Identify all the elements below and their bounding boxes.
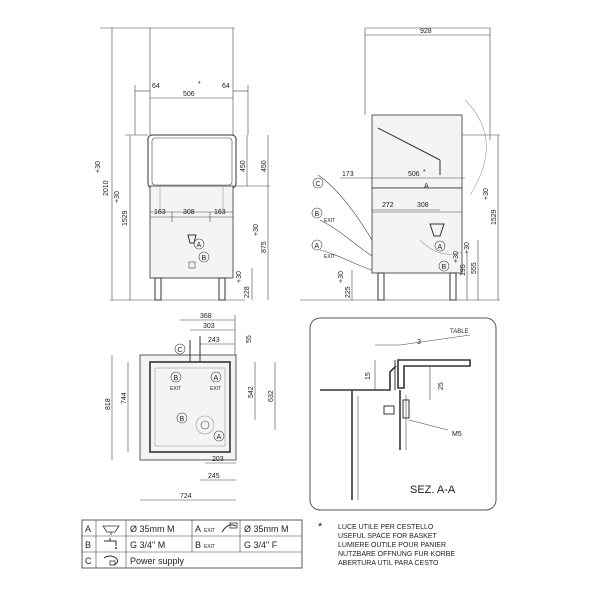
marker-b-exit-top: B xyxy=(174,375,179,382)
dim-555: 555 xyxy=(471,262,478,274)
dim-1529-front-tol: +30 xyxy=(114,191,121,203)
exit-a-side: EXIT xyxy=(324,254,335,260)
marker-a-side: A xyxy=(315,243,320,250)
marker-b-side: B xyxy=(315,211,320,218)
dim-450-front-a: 450 xyxy=(240,160,247,172)
note-line-2: USEFUL SPACE FOR BASKET xyxy=(338,533,438,540)
dim-163-left: 163 xyxy=(154,209,166,216)
marker-b-top: B xyxy=(180,416,185,423)
legend-c-letter: C xyxy=(85,556,92,566)
dim-3: 3 xyxy=(417,339,421,346)
dim-228: 228 xyxy=(244,286,251,298)
dim-928: 928 xyxy=(420,28,432,35)
dim-308-side: 308 xyxy=(417,202,429,209)
marker-c-top: C xyxy=(178,347,183,354)
exit-b-side: EXIT xyxy=(324,218,335,224)
marker-b-front-label: B xyxy=(202,255,207,262)
dim-195: 195 xyxy=(460,264,467,276)
asterisk-side: * xyxy=(423,169,426,176)
marker-a-front-label: A xyxy=(197,242,202,249)
marker-c-side-label: C xyxy=(316,181,321,188)
marker-a-exit-top: A xyxy=(214,375,219,382)
legend-b-letter: B xyxy=(85,540,91,550)
section-a-a: TABLE 3 15 25 M5 SEZ. A-A xyxy=(309,317,497,511)
dim-228-tol: +30 xyxy=(236,271,243,283)
marker-a-top: A xyxy=(217,434,222,441)
legend-b-exit-letter: B xyxy=(195,540,201,550)
dim-15: 15 xyxy=(365,372,372,380)
drain-icon xyxy=(102,525,120,535)
dim-506-side: 506 xyxy=(408,171,420,178)
marker-b-front xyxy=(198,251,210,263)
dim-2010: 2010 xyxy=(103,180,110,196)
dim-2010-tol: +30 xyxy=(95,161,102,173)
top-view: 368 303 243 55 C B EXIT A EXIT B A 542 6… xyxy=(105,313,276,501)
dim-632: 632 xyxy=(268,390,275,402)
dim-368: 368 xyxy=(200,313,212,320)
dim-64-right: 64 xyxy=(222,83,230,90)
note-line-5: ABERTURA UTIL PARA CESTO xyxy=(338,560,439,567)
asterisk-front: * xyxy=(198,81,201,88)
power-plug-icon xyxy=(103,555,119,566)
dim-64-left: 64 xyxy=(152,83,160,90)
dim-245: 245 xyxy=(208,473,220,480)
legend-a-letter: A xyxy=(85,524,91,534)
exit-b-top: EXIT xyxy=(170,386,181,392)
dim-875: 875 xyxy=(261,241,268,253)
notes-asterisk: * xyxy=(318,521,323,533)
legend-a-exit-value: Ø 35mm M xyxy=(244,524,289,534)
dim-1529-side-tol: +30 xyxy=(483,188,490,200)
dim-203: 203 xyxy=(212,456,224,463)
dim-195-tol: +30 xyxy=(453,251,460,263)
exit-a-top: EXIT xyxy=(210,386,221,392)
legend-b-exit-tag: EXIT xyxy=(204,544,215,550)
marker-a-front xyxy=(193,238,205,250)
dim-308-front: 308 xyxy=(183,209,195,216)
legend-b-exit-value: G 3/4" F xyxy=(244,540,278,550)
dim-225-tol: +30 xyxy=(338,271,345,283)
notes-block: * LUCE UTILE PER CESTELLO USEFUL SPACE F… xyxy=(318,521,455,567)
note-line-3: LUMIERE OUTILE POUR PANIER xyxy=(338,542,446,549)
legend-b-value: G 3/4" M xyxy=(130,540,165,550)
legend-c-value: Power supply xyxy=(130,556,185,566)
dim-506-front: 506 xyxy=(183,91,195,98)
dim-173: 173 xyxy=(342,171,354,178)
dim-744: 744 xyxy=(121,392,128,404)
section-title: SEZ. A-A xyxy=(410,484,456,496)
legend-table: A Ø 35mm M A EXIT Ø 35mm M B G 3/4" M B … xyxy=(81,519,303,569)
dim-303: 303 xyxy=(203,323,215,330)
legend-a-exit-letter: A xyxy=(195,524,201,534)
side-view: 928 173 506 * A 272 308 A B xyxy=(300,27,500,301)
marker-a-side-inner: A xyxy=(438,244,443,251)
dim-243: 243 xyxy=(208,337,220,344)
dim-1529-front: 1529 xyxy=(122,210,129,226)
note-line-1: LUCE UTILE PER CESTELLO xyxy=(338,524,434,531)
dim-25: 25 xyxy=(438,382,445,390)
note-line-4: NUTZBARE OFFNUNG FUR KORBE xyxy=(338,551,455,558)
marker-c-side xyxy=(312,177,324,189)
legend-a-value: Ø 35mm M xyxy=(130,524,175,534)
dim-225: 225 xyxy=(345,286,352,298)
legend-a-exit-tag: EXIT xyxy=(204,528,215,534)
dim-542: 542 xyxy=(248,386,255,398)
dim-55: 55 xyxy=(246,335,253,343)
section-cut-marker-a: A xyxy=(424,183,429,190)
dim-875-tol: +30 xyxy=(253,224,260,236)
front-view: 64 64 * 506 163 308 163 A B 2010 xyxy=(95,27,270,301)
table-label: TABLE xyxy=(450,329,469,335)
water-tap-icon xyxy=(104,538,117,549)
dim-163-right: 163 xyxy=(214,209,226,216)
dim-1529-side: 1529 xyxy=(491,209,498,225)
dim-818: 818 xyxy=(105,398,112,410)
dim-724: 724 xyxy=(180,493,192,500)
screw-label: M5 xyxy=(452,431,462,438)
marker-b-side-inner: B xyxy=(442,264,447,271)
dim-555-tol: +30 xyxy=(464,242,471,254)
hose-icon xyxy=(221,522,238,533)
dim-272: 272 xyxy=(382,202,394,209)
dim-450-front-b: 450 xyxy=(261,160,268,172)
